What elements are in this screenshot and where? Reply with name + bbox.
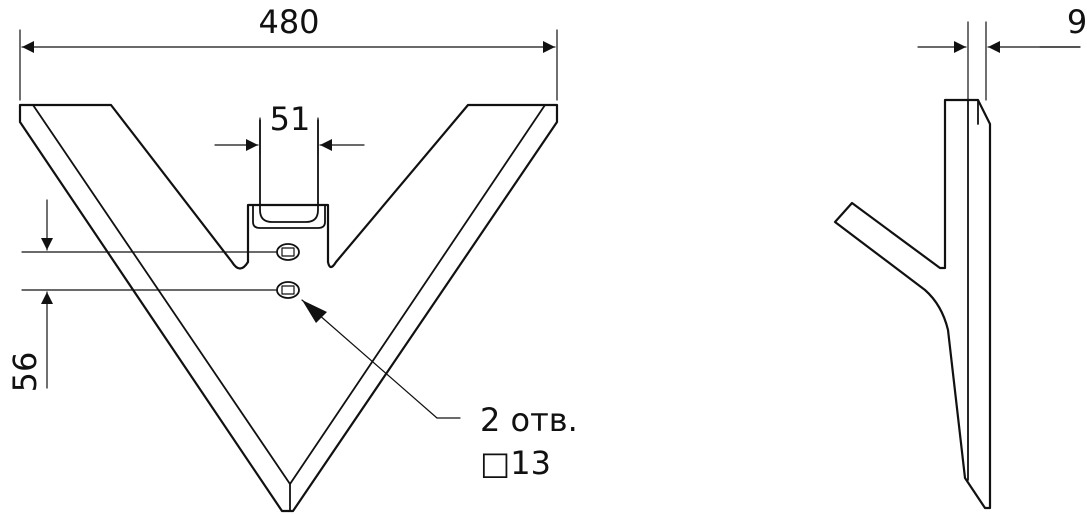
dimension-hole-spacing-label: 56 [6, 352, 44, 393]
dimension-thickness: 9 [917, 3, 1087, 101]
hole-callout-line1: 2 отв. [480, 401, 578, 439]
dimension-stem-width: 51 [214, 100, 365, 156]
dimension-thickness-label: 9 [1067, 3, 1087, 41]
hole-upper [276, 243, 300, 261]
stem-bracket [259, 119, 319, 223]
blade-bevel-left [32, 104, 291, 485]
side-view: 9 [833, 3, 1087, 510]
dimension-width-total-label: 480 [258, 3, 319, 41]
blade-bevel-right [289, 104, 546, 485]
stem-inner [252, 204, 326, 229]
dimension-stem-width-label: 51 [270, 100, 311, 138]
hole-lower [276, 281, 300, 299]
front-view: 480 51 56 2 отв. □13 [6, 3, 578, 513]
hole-callout: 2 отв. □13 [301, 299, 578, 482]
dimension-width-total: 480 [19, 3, 558, 101]
side-profile-outline [833, 98, 992, 510]
dimension-hole-spacing: 56 [6, 199, 277, 393]
blade-outline [18, 103, 559, 513]
hole-callout-line2: □13 [480, 444, 551, 482]
